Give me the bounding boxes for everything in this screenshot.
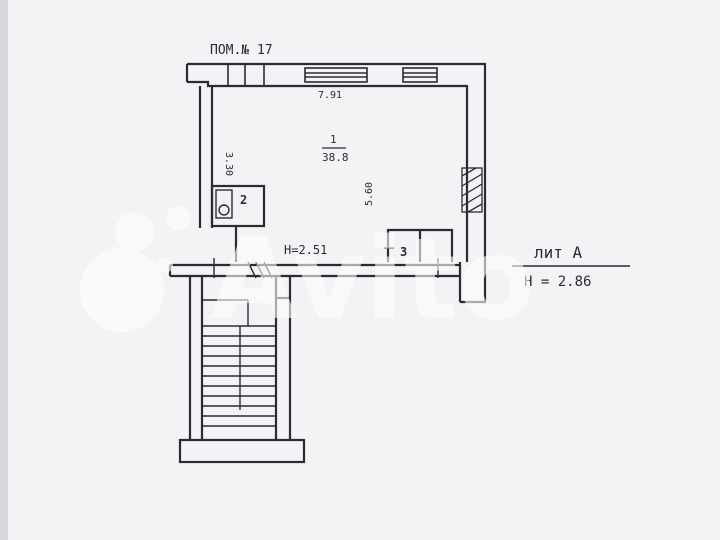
plan-header: ПОМ.№ 17 — [210, 43, 273, 58]
stair-base — [178, 438, 306, 464]
walls — [168, 62, 487, 464]
window-3 — [402, 67, 438, 83]
room-2-number: 2 — [240, 193, 247, 207]
room-1-number: 1 — [330, 133, 337, 146]
screen-edge — [0, 0, 8, 540]
inner-wall-top — [187, 80, 469, 262]
room-1-area: 38.8 — [322, 151, 349, 164]
dimension-left: 3.30 — [223, 152, 234, 176]
room-3-number: 3 — [400, 245, 407, 259]
building-label: лит А — [534, 243, 583, 262]
dimension-right: 5.60 — [364, 182, 375, 206]
sink-fixture — [215, 189, 233, 219]
building-height: H = 2.86 — [524, 274, 591, 290]
room-2-outline — [210, 184, 266, 228]
window-2 — [304, 67, 368, 83]
room-height: H=2.51 — [284, 243, 327, 257]
watermark-text: Avito — [210, 215, 535, 345]
outer-wall-top — [187, 62, 487, 304]
avito-watermark: Avito — [80, 206, 535, 345]
dimension-top: 7.91 — [318, 90, 342, 101]
windows — [227, 64, 438, 86]
door-marks — [213, 247, 439, 279]
window-1 — [227, 64, 265, 86]
hatched-element — [461, 167, 483, 213]
stairs — [202, 299, 276, 427]
